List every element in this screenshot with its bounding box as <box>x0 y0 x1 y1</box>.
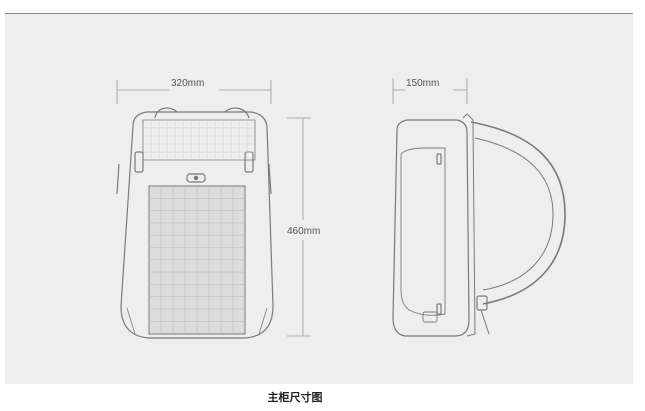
side-view <box>392 113 566 337</box>
width-dimension <box>116 80 272 104</box>
solar-panel-grid <box>149 186 245 334</box>
height-label: 460mm <box>287 226 320 237</box>
top-divider <box>5 13 633 14</box>
depth-label: 150mm <box>406 78 439 89</box>
figure-caption: 主柜尺寸图 <box>267 391 323 404</box>
width-label: 320mm <box>171 78 204 89</box>
height-dimension <box>287 117 311 337</box>
drawing-panel: 320mm 460mm <box>5 14 633 384</box>
backpack-drawing: 320mm 460mm <box>116 78 566 339</box>
top-panel-pattern <box>143 120 255 160</box>
depth-dimension <box>392 78 468 104</box>
